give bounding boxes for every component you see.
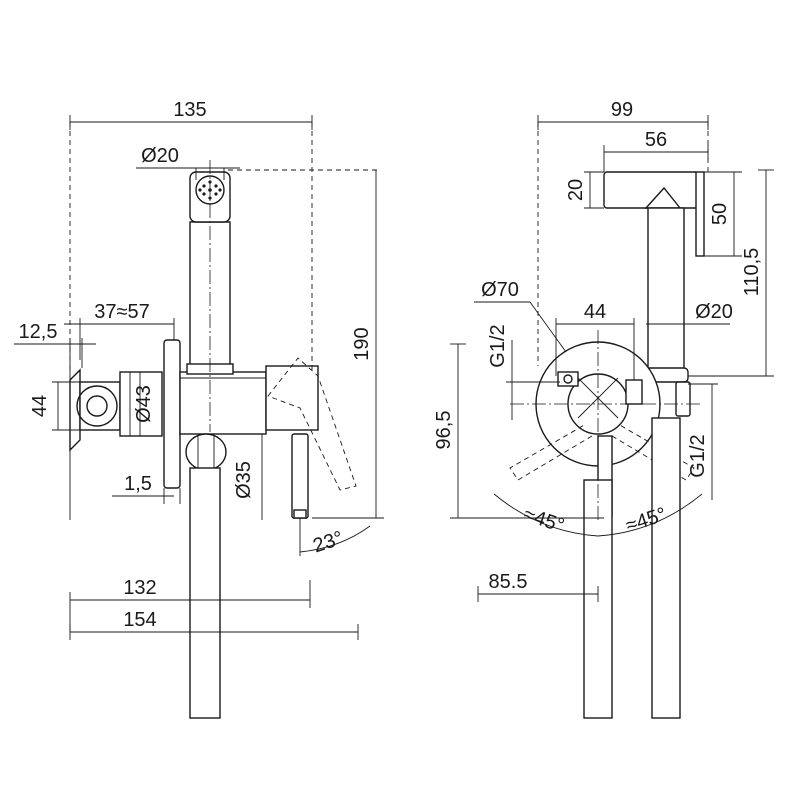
- dim-angle-23: 23°: [310, 527, 346, 557]
- side-view: [69, 122, 380, 719]
- side-view-dimensions: 135 Ø20 37≈57 12,5 44 Ø43 190 1,5: [14, 99, 384, 640]
- dim-front-diameter-70: Ø70: [481, 279, 519, 301]
- dim-front-56: 56: [645, 129, 667, 151]
- dim-front-110-5: 110,5: [741, 248, 763, 297]
- hose-nut: [185, 433, 227, 471]
- dim-front-angle-45-left: ≈45°: [521, 503, 567, 537]
- dim-154: 154: [123, 609, 156, 631]
- front-view: [509, 122, 709, 719]
- wall-connector-bore-inner: [86, 395, 108, 417]
- dim-diameter-43: Ø43: [133, 385, 155, 423]
- dim-front-20: 20: [565, 179, 587, 201]
- front-holder-bracket: [675, 381, 691, 417]
- dim-front-85-5: 85.5: [489, 571, 528, 593]
- front-dashed-extents: [537, 122, 709, 366]
- escutcheon: [163, 339, 181, 489]
- dim-44: 44: [29, 395, 51, 417]
- dim-front-g12-right: G1/2: [687, 434, 709, 477]
- hose: [189, 467, 221, 719]
- dim-diameter-35: Ø35: [233, 461, 255, 499]
- dim-diameter-20: Ø20: [141, 145, 179, 167]
- front-hose-right: [651, 417, 681, 719]
- dim-190: 190: [351, 327, 373, 360]
- front-lever-alt-left: [509, 423, 593, 481]
- dim-front-g12-left: G1/2: [487, 324, 509, 367]
- dim-front-50: 50: [709, 203, 731, 225]
- lever-handle: [291, 433, 309, 519]
- dim-132: 132: [123, 577, 156, 599]
- lever-alt-position: [267, 357, 357, 491]
- front-holder-tube: [647, 207, 685, 377]
- nozzle-dots: [198, 180, 222, 200]
- dim-1-5: 1,5: [124, 473, 152, 495]
- dim-12-5: 12,5: [19, 321, 58, 343]
- wall-connector-bore-outer: [76, 385, 118, 427]
- side-dashed-extents: [69, 122, 380, 370]
- dim-front-99: 99: [611, 99, 633, 121]
- dim-135: 135: [173, 99, 206, 121]
- mixer-body: [179, 371, 267, 435]
- lever-base: [265, 365, 319, 431]
- dim-37-57: 37≈57: [94, 301, 149, 323]
- dim-front-44: 44: [584, 301, 606, 323]
- flange: [119, 371, 163, 437]
- dim-front-96-5: 96,5: [433, 411, 455, 450]
- dim-front-diameter-20: Ø20: [695, 301, 733, 323]
